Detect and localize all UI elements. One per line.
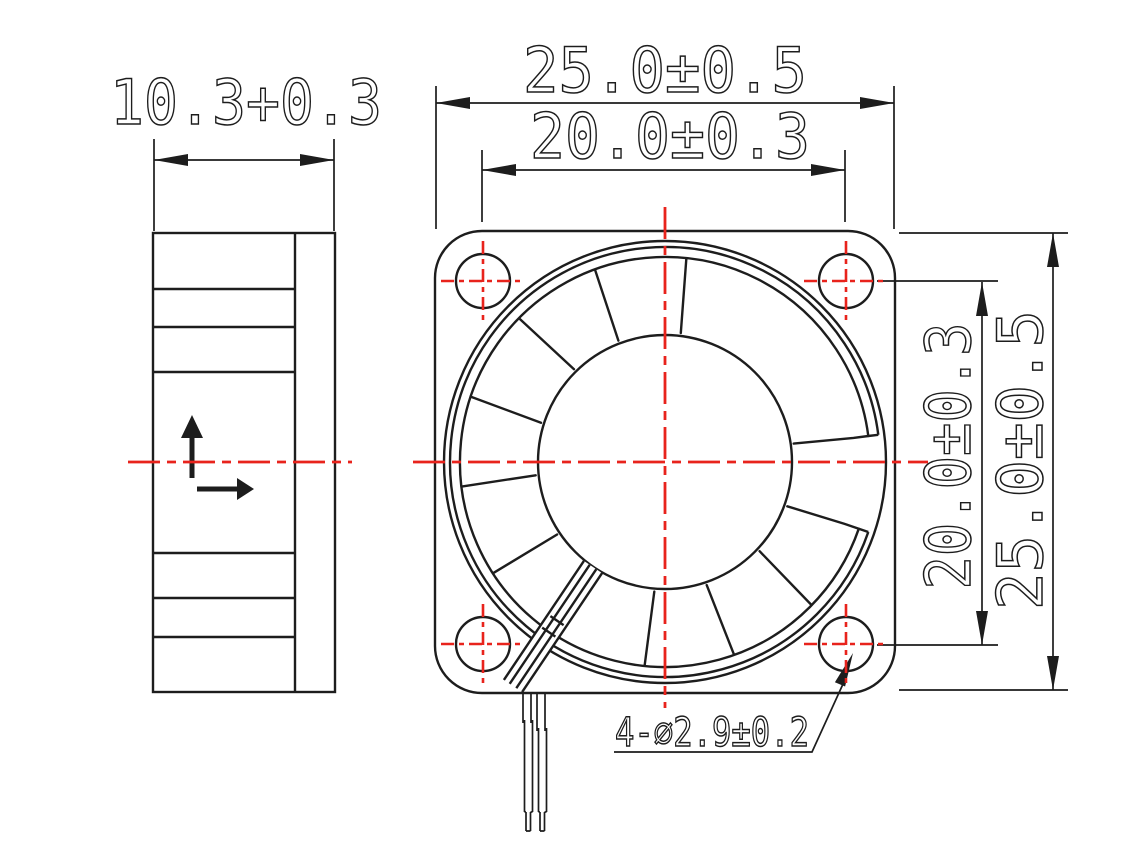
wire-left	[522, 694, 534, 832]
dim-depth-label: 10.3+0.3	[110, 66, 382, 139]
wire-channel-mask	[503, 560, 603, 693]
blade-slot-lines	[461, 257, 870, 667]
hole-note-arrowhead	[834, 653, 853, 687]
side-view-rib-lines	[153, 287, 295, 639]
dim-height-outer: 25.0±0.5	[899, 232, 1068, 691]
crosshair-top-right	[804, 241, 888, 321]
up-arrow	[181, 415, 203, 478]
dim-width-outer: 25.0±0.5	[435, 33, 895, 229]
hole-note: 4-∅2.9±0.2	[614, 653, 853, 757]
right-arrow	[197, 478, 254, 500]
dim-pitch-top-label: 20.0±0.3	[530, 100, 810, 173]
dim-pitch-top-extension-lines	[481, 150, 846, 222]
wire-channel-lines	[502, 560, 604, 693]
dim-depth-extension-lines	[153, 139, 335, 231]
dim-height-extension-lines	[899, 232, 1068, 691]
dim-width-label: 25.0±0.5	[523, 34, 807, 107]
lead-wires	[522, 694, 548, 832]
dim-hole-pitch-right: 20.0±0.3	[877, 280, 998, 646]
dim-pitch-right-extension-lines	[877, 280, 998, 646]
impeller-band-inner	[458, 255, 870, 669]
dim-width-extension-lines	[435, 86, 895, 229]
dim-pitch-right-label: 20.0±0.3	[912, 323, 985, 590]
crosshair-bottom-right	[804, 604, 888, 684]
hole-note-leader	[614, 683, 844, 753]
impeller-band-end-caps	[858, 433, 879, 534]
dim-depth: 10.3+0.3	[109, 65, 383, 231]
impeller-band-outer	[448, 245, 880, 679]
hole-note-label: 4-∅2.9±0.2	[615, 710, 809, 756]
wire-channel	[502, 560, 604, 693]
crosshair-bottom-left	[441, 604, 525, 684]
wire-right	[536, 694, 548, 832]
dim-hole-pitch-top: 20.0±0.3	[481, 99, 846, 222]
crosshair-top-left	[441, 241, 525, 321]
dim-height-label: 25.0±0.5	[984, 310, 1057, 610]
centerlines	[128, 207, 928, 708]
hole-crosshairs	[441, 241, 888, 684]
